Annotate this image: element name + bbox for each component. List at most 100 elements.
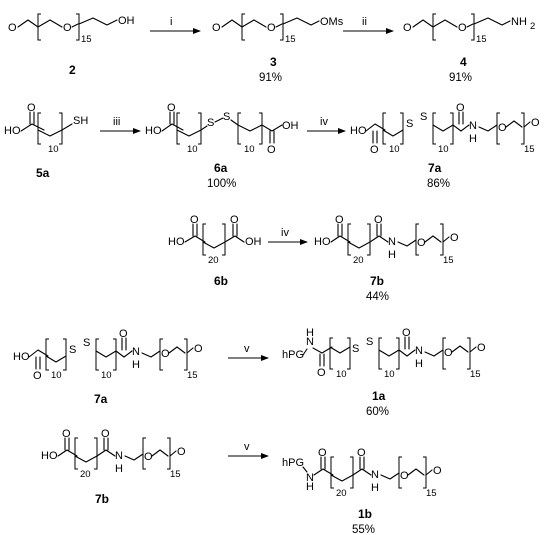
- svg-text:N: N: [388, 236, 396, 248]
- compound-4-label: 4: [460, 55, 467, 69]
- svg-text:O: O: [63, 22, 72, 34]
- svg-text:SH: SH: [73, 115, 88, 127]
- svg-text:O: O: [101, 428, 110, 440]
- svg-text:10: 10: [187, 144, 198, 155]
- compound-6b-label: 6b: [214, 274, 228, 288]
- svg-text:N: N: [415, 345, 423, 357]
- svg-text:S: S: [420, 111, 427, 123]
- svg-text:H: H: [388, 249, 396, 261]
- svg-text:hPG: hPG: [282, 349, 304, 361]
- compound-5a: HO O 10 SH 5a: [4, 102, 88, 180]
- compound-6b: HO O 20 O OH 6b: [168, 214, 262, 288]
- svg-text:10: 10: [389, 144, 400, 155]
- compound-7a-label: 7a: [428, 161, 442, 175]
- svg-text:O: O: [267, 144, 276, 156]
- svg-text:N: N: [132, 346, 140, 358]
- svg-text:v: v: [244, 343, 250, 355]
- compound-6a-yield: 100%: [207, 178, 236, 190]
- compound-4-yield: 91%: [449, 72, 472, 84]
- compound-7b-reactant-label: 7b: [95, 492, 109, 506]
- svg-text:S: S: [207, 117, 214, 129]
- compound-7b: HO O 20 O N H O 15 O 7b 44%: [314, 214, 459, 303]
- compound-7a-reactant-label: 7a: [94, 392, 108, 406]
- svg-text:HO: HO: [145, 125, 162, 137]
- svg-text:OMs: OMs: [320, 16, 344, 28]
- compound-5a-label: 5a: [36, 166, 50, 180]
- svg-text:O: O: [477, 342, 486, 354]
- svg-text:O: O: [167, 102, 176, 114]
- compound-1a-yield: 60%: [366, 406, 389, 418]
- svg-text:O: O: [403, 22, 412, 34]
- svg-text:10: 10: [51, 370, 62, 381]
- svg-text:15: 15: [443, 255, 454, 266]
- svg-text:O: O: [8, 22, 17, 34]
- svg-text:O: O: [267, 22, 276, 34]
- svg-text:OH: OH: [282, 120, 299, 132]
- svg-text:15: 15: [187, 370, 198, 381]
- svg-text:10: 10: [384, 369, 395, 380]
- svg-text:O: O: [194, 343, 203, 355]
- step-i: i: [150, 16, 201, 34]
- svg-text:O: O: [531, 117, 540, 129]
- svg-text:15: 15: [470, 369, 481, 380]
- svg-text:O: O: [444, 347, 453, 359]
- compound-7a: HO O 10 S S 10 O N H O 15 O 7a 86%: [350, 102, 540, 190]
- step-v-row5: v: [228, 441, 269, 459]
- svg-text:20: 20: [208, 255, 219, 266]
- svg-text:15: 15: [476, 34, 487, 45]
- svg-text:O: O: [62, 428, 71, 440]
- svg-text:O: O: [230, 214, 239, 226]
- compound-2: O O 15 OH 2: [8, 13, 135, 77]
- svg-text:O: O: [370, 144, 379, 156]
- svg-text:2: 2: [530, 21, 535, 32]
- compound-1b: hPG N H O 20 O N H O 15 O 1b 55%: [282, 447, 442, 535]
- compound-1a: hPG N H O 10 S S 10 O N H O 15 O 1a 60%: [282, 327, 486, 418]
- compound-7b-reactant: HO O 20 O N H O 15 O 7b: [41, 428, 186, 506]
- svg-text:HO: HO: [13, 351, 30, 363]
- svg-text:15: 15: [524, 144, 535, 155]
- svg-text:H: H: [415, 358, 423, 370]
- svg-text:10: 10: [101, 370, 112, 381]
- compound-7b-yield: 44%: [366, 291, 389, 303]
- svg-text:15: 15: [81, 34, 92, 45]
- svg-text:S: S: [83, 337, 90, 349]
- compound-1a-label: 1a: [372, 389, 386, 403]
- svg-text:10: 10: [244, 144, 255, 155]
- svg-text:10: 10: [48, 144, 59, 155]
- svg-text:O: O: [433, 465, 442, 477]
- svg-text:S: S: [69, 344, 76, 356]
- svg-text:HO: HO: [314, 236, 331, 248]
- svg-text:O: O: [402, 327, 411, 339]
- compound-1b-yield: 55%: [352, 524, 375, 535]
- svg-text:O: O: [190, 214, 199, 226]
- svg-text:O: O: [318, 447, 327, 459]
- svg-text:ii: ii: [362, 16, 367, 28]
- svg-text:N: N: [306, 472, 314, 484]
- svg-text:O: O: [456, 102, 465, 114]
- compound-2-label: 2: [69, 63, 76, 77]
- svg-text:H: H: [132, 359, 140, 371]
- svg-text:HO: HO: [4, 125, 21, 137]
- svg-text:O: O: [317, 367, 326, 379]
- svg-text:OH: OH: [118, 15, 135, 27]
- compound-3: O O 15 OMs 3 91%: [212, 13, 344, 84]
- svg-text:S: S: [352, 343, 359, 355]
- svg-text:O: O: [144, 451, 153, 463]
- compound-1b-label: 1b: [358, 507, 372, 521]
- svg-text:O: O: [458, 22, 467, 34]
- compound-3-label: 3: [270, 55, 277, 69]
- step-iii: iii: [100, 116, 141, 134]
- svg-text:NH: NH: [511, 16, 527, 28]
- svg-text:O: O: [498, 122, 507, 134]
- svg-text:O: O: [177, 446, 186, 458]
- svg-text:N: N: [306, 336, 314, 348]
- svg-text:N: N: [469, 120, 477, 132]
- svg-text:O: O: [33, 370, 42, 382]
- svg-text:O: O: [374, 214, 383, 226]
- svg-text:O: O: [212, 22, 221, 34]
- svg-text:10: 10: [336, 369, 347, 380]
- svg-text:20: 20: [80, 469, 91, 480]
- svg-text:S: S: [223, 111, 230, 123]
- svg-text:i: i: [170, 16, 172, 28]
